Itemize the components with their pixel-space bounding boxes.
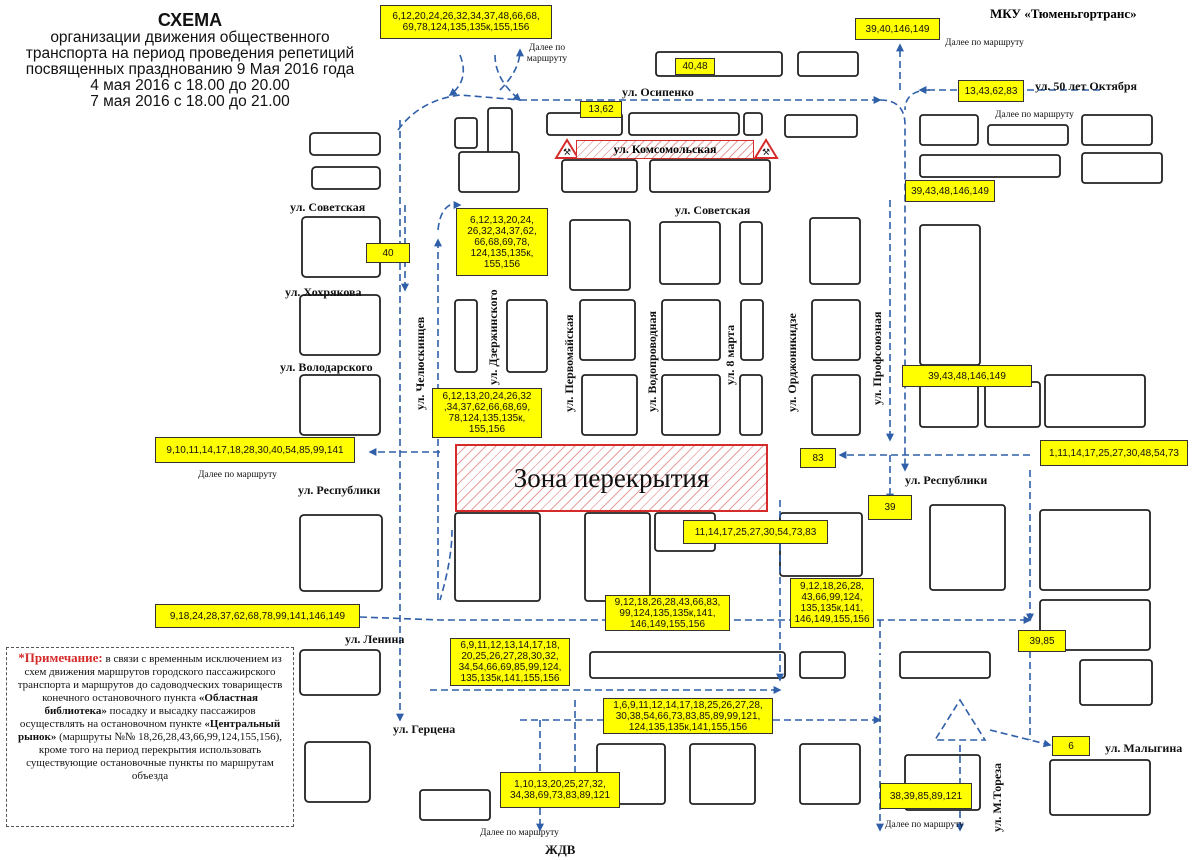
street-label-dzerzhinskogo: ул. Дзержинского — [486, 289, 500, 385]
route-box: 6,12,13,20,24,26,32 ,34,37,62,66,68,69, … — [432, 388, 542, 438]
note-text-3: (маршруты №№ 18,26,28,43,66,99,124,155,1… — [26, 731, 282, 782]
closure-zone: Зона перекрытия — [455, 444, 768, 512]
street-label-50-let-oktyabrya: ул. 50 лет Октября — [1035, 79, 1138, 93]
street-label-zhdv: ЖДВ — [545, 842, 576, 857]
street-label-respubliki-right: ул. Республики — [905, 473, 988, 487]
roadwork-signs: ⚒ ⚒ — [554, 138, 779, 159]
street-label-pervomayskaya: ул. Первомайская — [562, 314, 576, 413]
roadwork-warning-icon — [753, 138, 779, 159]
street-label-malygina: ул. Малыгина — [1105, 741, 1183, 755]
route-box: 6 — [1052, 736, 1090, 756]
note-text-2: посадку и высадку пассажиров осуществлят… — [19, 705, 256, 730]
street-label-gertsena: ул. Герцена — [393, 722, 456, 736]
note-bold-2: «Центральный рынок» — [18, 718, 281, 743]
route-box: 1,6,9,11,12,14,17,18,25,26,27,28, 30,38,… — [603, 698, 773, 734]
route-box: 6,12,13,20,24, 26,32,34,37,62, 66,68,69,… — [456, 208, 548, 276]
note-bold-1: «Областная библиотека» — [44, 692, 258, 717]
continue-route-note: Далее по маршруту — [995, 110, 1074, 120]
route-box: 1,10,13,20,25,27,32, 34,38,69,73,83,89,1… — [500, 772, 620, 808]
title-line-2: транспорта на период проведения репетици… — [25, 45, 355, 62]
note-box: *Примечание: в связи с временным исключе… — [6, 647, 294, 827]
organization-name: МКУ «Тюменьгортранс» — [990, 6, 1137, 21]
title-line-3: посвященных празднованию 9 Мая 2016 года — [25, 61, 355, 78]
komsomolskaya-closed-segment: ул. Комсомольская — [576, 140, 754, 159]
street-label-sovetskaya-center: ул. Советская — [675, 203, 751, 217]
continue-route-note: Далее по маршруту — [198, 470, 277, 480]
svg-text:⚒: ⚒ — [563, 148, 571, 158]
route-box: 11,14,17,25,27,30,54,73,83 — [683, 520, 828, 544]
route-box: 9,18,24,28,37,62,68,78,99,141,146,149 — [155, 604, 360, 628]
street-label-ordzhonikidze: ул. Орджоникидзе — [785, 313, 799, 412]
street-label-8-marta: ул. 8 марта — [723, 324, 737, 385]
street-label-chelyuskintsev: ул. Челюскинцев — [413, 316, 427, 410]
route-box: 39 — [868, 495, 912, 520]
route-box: 9,12,18,26,28,43,66,83, 99,124,135,135к,… — [605, 595, 730, 631]
continue-route-note: Далее по маршруту — [526, 43, 568, 64]
roadwork-warning-icon — [554, 138, 580, 159]
note-text-1: в связи с временным исключением из схем … — [17, 653, 283, 704]
route-lines — [359, 43, 1100, 832]
title-line-4: 4 мая 2016 с 18.00 до 20.00 — [90, 77, 290, 94]
street-label-khokhryakova: ул. Хохрякова — [285, 285, 362, 299]
street-label-osipenko: ул. Осипенко — [622, 85, 694, 99]
map-heading: СХЕМА — [157, 10, 223, 30]
svg-text:⚒: ⚒ — [762, 148, 770, 158]
map-title-block: СХЕМА организации движения общественного… — [10, 10, 370, 110]
note-title: *Примечание: — [18, 650, 103, 665]
street-label-vodoprovodnaya: ул. Водопроводная — [645, 311, 659, 412]
continue-route-note: Далее по маршруту — [945, 38, 1024, 48]
street-label-lenina: ул. Ленина — [345, 632, 405, 646]
title-line-5: 7 мая 2016 с 18.00 до 21.00 — [90, 93, 290, 110]
route-box: 40,48 — [675, 58, 715, 75]
route-box: 40 — [366, 243, 410, 263]
continue-route-note: Далее по маршруту — [885, 820, 964, 830]
route-box: 1,11,14,17,25,27,30,48,54,73 — [1040, 440, 1188, 466]
route-box: 38,39,85,89,121 — [880, 783, 972, 809]
route-box: 6,12,20,24,26,32,34,37,48,66,68, 69,78,1… — [380, 5, 552, 39]
route-box: 39,85 — [1018, 630, 1066, 652]
street-label-sovetskaya-left: ул. Советская — [290, 200, 366, 214]
street-label-volodarskogo: ул. Володарского — [280, 360, 373, 374]
street-label-respubliki-left: ул. Республики — [298, 483, 381, 497]
route-box: 13,62 — [580, 101, 622, 118]
route-box: 13,43,62,83 — [958, 80, 1024, 102]
street-label-toreza: ул. М.Тореза — [990, 762, 1004, 832]
route-box: 83 — [800, 448, 836, 468]
route-box: 9,10,11,14,17,18,28,30,40,54,85,99,141 — [155, 437, 355, 463]
street-label-profsoyuznaya: ул. Профсоюзная — [870, 311, 884, 405]
continue-route-note: Далее по маршруту — [480, 828, 559, 838]
route-box: 39,43,48,146,149 — [902, 365, 1032, 387]
route-box: 39,40,146,149 — [855, 18, 940, 40]
route-box: 39,43,48,146,149 — [905, 180, 995, 202]
title-line-1: организации движения общественного — [50, 29, 330, 46]
route-box: 9,12,18,26,28, 43,66,99,124, 135,135к,14… — [790, 578, 874, 628]
route-box: 6,9,11,12,13,14,17,18, 20,25,26,27,28,30… — [450, 638, 570, 686]
